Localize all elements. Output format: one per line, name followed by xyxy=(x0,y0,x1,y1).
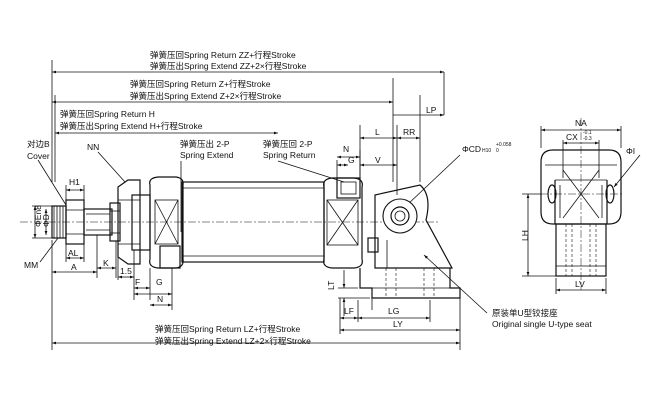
one-point-five-label: 1.5 xyxy=(120,266,132,276)
cx-tol-up: -0.1 xyxy=(583,130,592,136)
u-type-seat-side xyxy=(359,184,461,336)
h1-label: H1 xyxy=(69,177,80,187)
cylinder-body xyxy=(20,176,440,269)
spring-extend-port-label-en: Spring Extend xyxy=(180,150,234,160)
z-return-label: 弹簧压回Spring Return Z+行程Stroke xyxy=(130,79,271,89)
u-seat-leader xyxy=(423,254,488,314)
rr-label: RR xyxy=(403,127,415,137)
na-label: NA xyxy=(575,118,587,128)
phi-cd-tol-h: H10 xyxy=(482,148,491,154)
a-label: A xyxy=(71,262,77,272)
phi-cd-tol-lo: 0 xyxy=(496,148,499,154)
cover-label-en: Cover xyxy=(27,151,50,161)
cx-label: CX xyxy=(566,132,578,142)
rod-dimensions xyxy=(32,151,173,310)
lv-label: LV xyxy=(575,279,585,289)
lf-label: LF xyxy=(344,306,354,316)
f-label: F xyxy=(135,277,140,287)
lz-dimension xyxy=(51,240,461,350)
phi-i-label: ΦI xyxy=(626,146,635,156)
mm-label: MM xyxy=(24,260,38,270)
g2-label: G xyxy=(156,277,163,287)
end-view xyxy=(540,118,622,290)
al-label: AL xyxy=(68,248,79,258)
n-label: N xyxy=(343,144,349,154)
cover-label-cn: 对边B xyxy=(27,139,50,149)
phi-en8-label: ΦEn8 xyxy=(33,205,43,227)
l-label: L xyxy=(375,127,380,137)
phi-cd-tol-up: +0.058 xyxy=(496,142,512,148)
lh-label: LH xyxy=(520,230,530,241)
overall-length-dimensions xyxy=(51,60,445,182)
spring-return-port-label-cn: 弹簧压回 2-P xyxy=(263,139,313,149)
cx-tol-lo: -0.3 xyxy=(583,136,592,142)
lz-return-label: 弹簧压回Spring Return LZ+行程Stroke xyxy=(155,324,301,334)
u-seat-label-cn: 原装单U型铰接座 xyxy=(492,308,558,318)
h-return-label: 弹簧压回Spring Return H xyxy=(60,109,155,119)
phi-d-label: ΦD xyxy=(41,214,51,227)
lz-extend-label: 弹簧压出Spring Extend LZ+2×行程Stroke xyxy=(155,336,311,346)
u-seat-label-en: Original single U-type seat xyxy=(492,319,592,329)
v-label: V xyxy=(375,155,381,165)
n2-label: N xyxy=(157,294,163,304)
zz-extend-label: 弹簧压出Spring Extend ZZ+2×行程Stroke xyxy=(150,61,307,71)
lt-label: LT xyxy=(326,281,336,290)
lg-label: LG xyxy=(388,306,399,316)
spring-return-port-label-en: Spring Return xyxy=(263,150,316,160)
k-label: K xyxy=(103,258,109,268)
spring-extend-port-label-cn: 弹簧压出 2-P xyxy=(180,139,230,149)
z-extend-label: 弹簧压出Spring Extend Z+2×行程Stroke xyxy=(130,91,281,101)
h-extend-label: 弹簧压出Spring Extend H+行程Stroke xyxy=(60,121,203,131)
lp-label: LP xyxy=(426,105,437,115)
end-view-dimensions xyxy=(522,126,641,294)
end-dimensions xyxy=(359,113,444,195)
nn-label: NN xyxy=(87,142,99,152)
seat-dimensions xyxy=(338,270,460,334)
g-label: G xyxy=(348,155,355,165)
port-dimensions xyxy=(336,150,397,178)
zz-return-label: 弹簧压回Spring Return ZZ+行程Stroke xyxy=(150,50,296,60)
phi-cd-label: ΦCD xyxy=(462,144,481,154)
phi-cd-leader xyxy=(406,154,461,206)
ly-label: LY xyxy=(393,319,403,329)
